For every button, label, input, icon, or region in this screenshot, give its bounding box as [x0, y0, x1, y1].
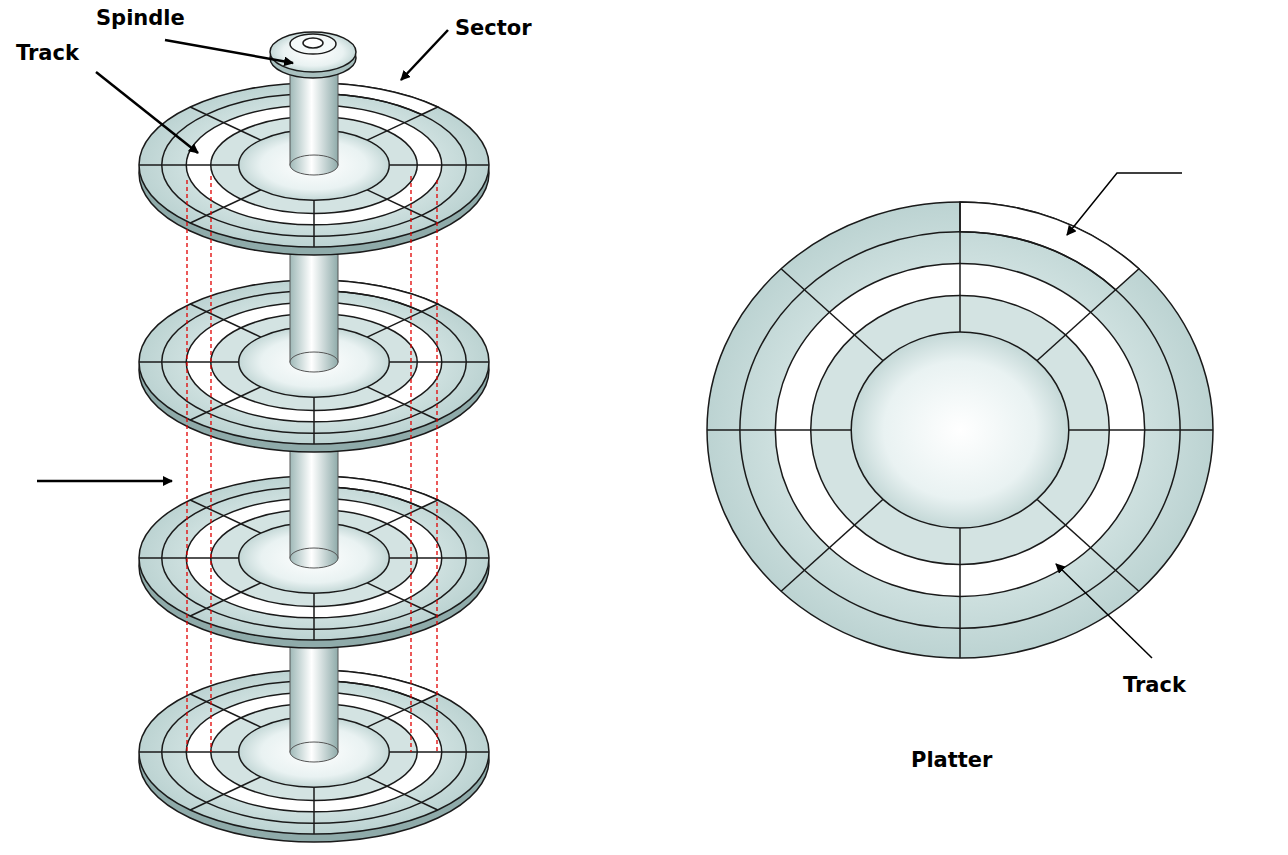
part-label: Sector: [455, 16, 532, 41]
part-label: Track: [1123, 673, 1186, 698]
figure-label: Platter: [911, 748, 992, 773]
part-label: Spindle: [96, 6, 185, 31]
part-label: Track: [16, 41, 79, 66]
